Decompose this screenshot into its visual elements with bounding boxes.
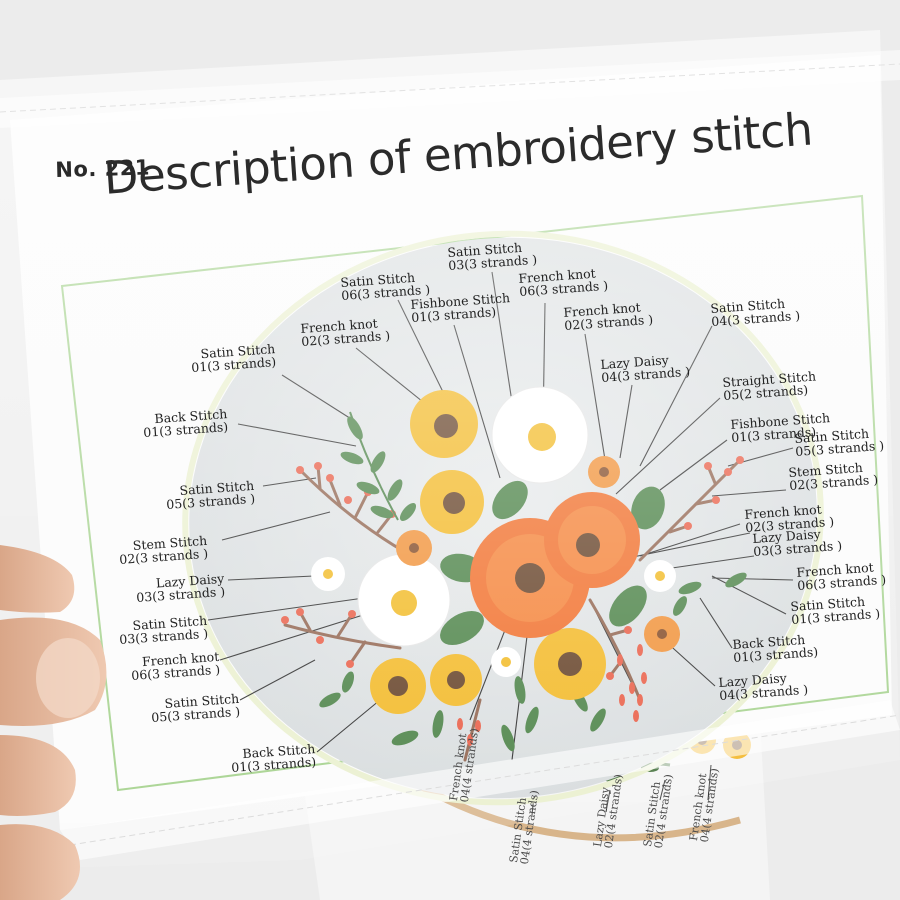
plastic-sleeve: [0, 30, 900, 870]
hand: [0, 545, 107, 900]
plastic-seal-bottom: [60, 700, 900, 860]
plastic-seal-top: [0, 50, 900, 128]
